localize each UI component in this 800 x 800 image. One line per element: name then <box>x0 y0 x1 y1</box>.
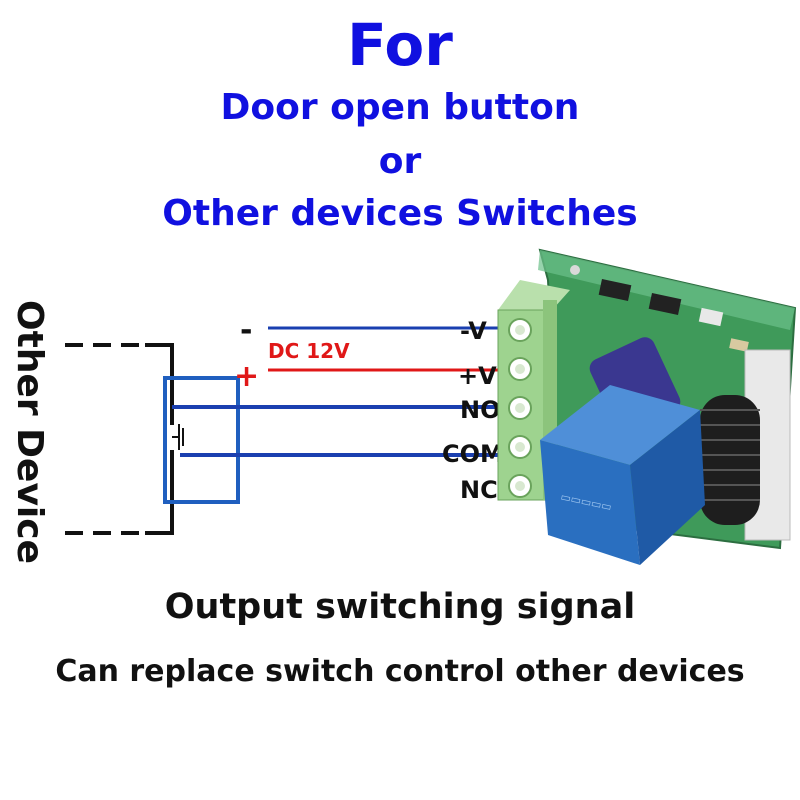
terminal-label-neg-v: -V <box>460 317 487 345</box>
other-device-leads <box>65 343 174 535</box>
minus-sign: - <box>240 313 252 348</box>
plus-sign: + <box>234 359 259 394</box>
heading-other-devices-switches: Other devices Switches <box>162 193 638 234</box>
terminal-label-no: NO <box>460 396 501 424</box>
terminal-block <box>497 280 570 501</box>
terminal-label-pos-v: +V <box>458 362 497 390</box>
terminal-label-nc: NC <box>460 476 498 504</box>
other-device-label: Other Device <box>9 300 50 564</box>
relay-module-illustration: ▭▭▭▭▭ <box>497 248 797 565</box>
switch-contact-icon <box>172 424 184 450</box>
heading-for: For <box>347 11 453 79</box>
caption-replace-switch: Can replace switch control other devices <box>55 654 745 689</box>
heading-door-open-button: Door open button <box>220 87 580 128</box>
heading-or: or <box>378 141 422 182</box>
terminal-label-com: COM <box>442 440 504 468</box>
dc-voltage-label: DC 12V <box>268 339 350 363</box>
relay-icon: ▭▭▭▭▭ <box>540 385 705 565</box>
antenna-coil-icon <box>700 395 760 525</box>
caption-output-switching-signal: Output switching signal <box>164 587 636 627</box>
switch-box <box>163 376 240 504</box>
